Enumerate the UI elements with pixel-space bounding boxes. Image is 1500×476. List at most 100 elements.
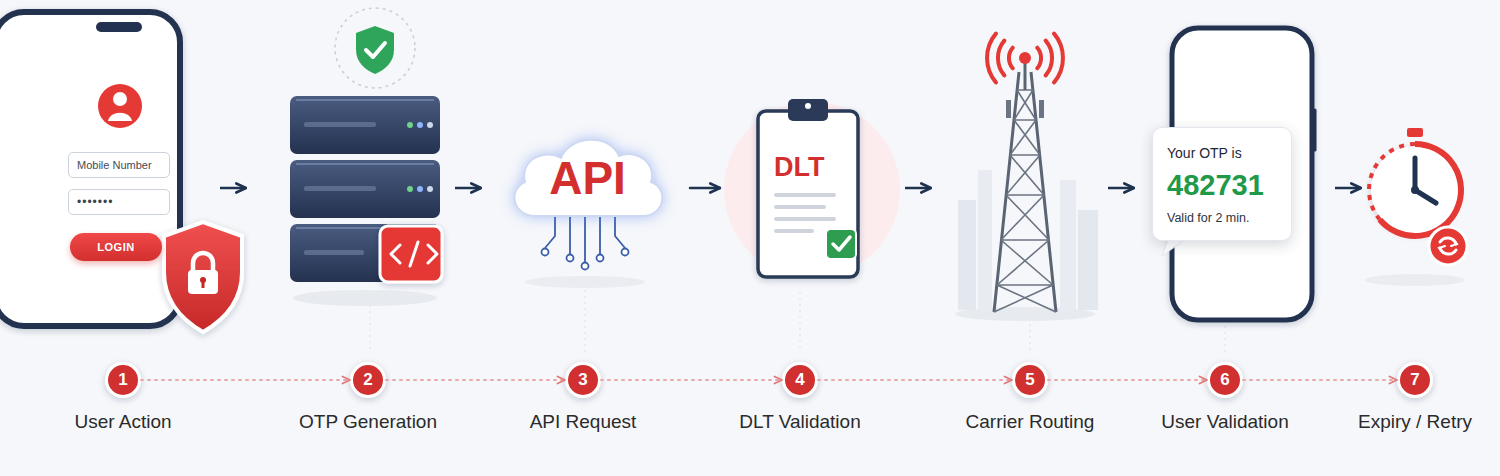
cell-tower (1019, 52, 1031, 64)
login-phone (96, 22, 142, 32)
login-phone (98, 84, 142, 128)
circuit-lines (622, 249, 629, 256)
flow-arrow (1335, 187, 1361, 190)
city-skyline (958, 200, 976, 310)
dlt-clipboard-shape (826, 229, 856, 259)
step-number: 1 (105, 362, 141, 398)
server-stack (417, 186, 423, 192)
expiry-clock (1415, 158, 1436, 203)
flow-arrow (1108, 187, 1134, 190)
flow-arrow (690, 187, 720, 190)
step-number: 4 (782, 362, 818, 398)
lock-shield (164, 222, 242, 332)
otp-phone (1162, 28, 1315, 320)
login-phone (0, 12, 180, 326)
step-circle-shape (350, 362, 386, 398)
step-label: User Validation (1161, 410, 1288, 434)
ground-shadow (525, 276, 645, 288)
expiry-clock (1411, 186, 1419, 194)
step-number: 6 (1207, 362, 1243, 398)
server-stack (427, 122, 433, 128)
flow-arrow (455, 187, 481, 190)
server-stack (304, 186, 376, 191)
ground-shadow (955, 307, 1095, 321)
field-placeholder: Mobile Number (77, 153, 152, 177)
circuit-lines (545, 212, 625, 262)
step-circle: 2OTP Generation (350, 362, 386, 398)
server-stack (290, 160, 440, 218)
step-circle-shape (1397, 362, 1433, 398)
circuit-lines (582, 263, 589, 270)
lock-shield (188, 270, 218, 294)
ground-shadow (293, 274, 1465, 321)
server-stack (304, 250, 364, 255)
step-label: Expiry / Retry (1358, 410, 1472, 434)
api-cloud: API (505, 128, 690, 248)
dlt-clipboard: DLT (720, 95, 866, 281)
city-skyline (1078, 210, 1098, 310)
step-circle-shape (565, 362, 601, 398)
step-circle: 3API Request (565, 362, 601, 398)
city-skyline (1060, 180, 1076, 310)
step-circle: 1User Action (105, 362, 141, 398)
cell-tower (1024, 62, 1027, 90)
dlt-clipboard-shape (788, 99, 828, 121)
input-field: Mobile Number (68, 152, 170, 178)
dlt-clipboard-shape (758, 111, 858, 277)
flow-arrow (220, 187, 246, 190)
step-connector (1048, 379, 1207, 381)
login-phone (108, 113, 132, 121)
leader-line (370, 290, 1225, 352)
circuit-lines (567, 255, 574, 262)
server-stack (417, 122, 423, 128)
cell-tower (987, 34, 1063, 83)
validity-note: Valid for 2 min. (1167, 210, 1249, 226)
lock-shield (200, 277, 206, 283)
code-badge (380, 226, 442, 282)
server-stack (290, 96, 440, 154)
login-phone (113, 92, 127, 106)
cell-tower (994, 72, 1056, 312)
step-circle: 5Carrier Routing (1012, 362, 1048, 398)
dlt-clipboard-shape (774, 193, 836, 197)
step-label: User Action (74, 410, 171, 434)
server-stack (290, 96, 440, 282)
city-skyline (958, 170, 1098, 310)
login-button: LOGIN (70, 233, 162, 261)
dlt-clipboard-shape (833, 237, 850, 250)
login-phone (0, 12, 180, 326)
expiry-clock (1371, 146, 1459, 234)
server-stack (427, 186, 433, 192)
security-shield (335, 8, 415, 88)
server-stack (290, 224, 440, 282)
button-label: LOGIN (70, 233, 162, 261)
step-number: 3 (565, 362, 601, 398)
step-label: Carrier Routing (966, 410, 1095, 434)
highlight-disc (724, 102, 900, 278)
step-number: 5 (1012, 362, 1048, 398)
password-field: ••••••• (68, 189, 170, 215)
clipboard-label: DLT (774, 151, 824, 183)
cell-tower (1006, 100, 1011, 118)
dlt-clipboard-shape (774, 229, 814, 233)
step-label: DLT Validation (739, 410, 860, 434)
step-circle-shape (782, 362, 818, 398)
step-circle: 7Expiry / Retry (1397, 362, 1433, 398)
expiry-clock (1369, 144, 1415, 220)
step-label: OTP Generation (299, 410, 437, 434)
leader-line (370, 290, 1225, 352)
password-mask: ••••••• (77, 190, 113, 214)
dlt-clipboard-outline (720, 95, 866, 281)
expiry-clock (1440, 238, 1456, 254)
expiry-clock (1407, 128, 1423, 137)
lock-shield (193, 253, 213, 272)
server-stack (407, 186, 413, 192)
step-connector (818, 379, 1012, 381)
expiry-clock (1369, 128, 1467, 265)
lock-shield (202, 281, 205, 288)
step-number: 2 (350, 362, 386, 398)
step-circle-shape (105, 362, 141, 398)
message-text: Your OTP is (1167, 144, 1242, 162)
